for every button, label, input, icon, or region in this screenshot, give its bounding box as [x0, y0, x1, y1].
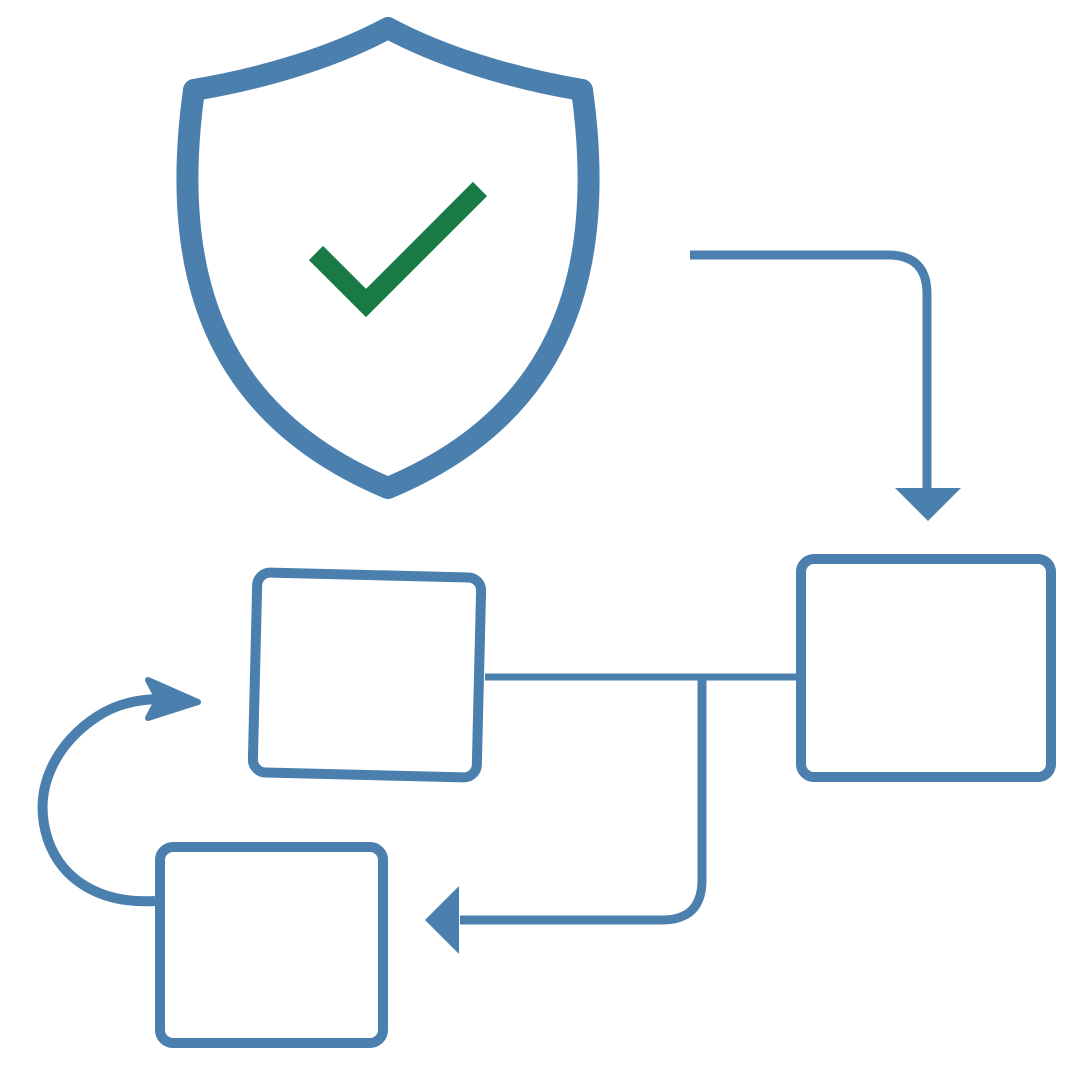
top-connector-arrow — [690, 250, 961, 521]
down-arrowhead-icon — [895, 488, 961, 521]
shield-outline — [176, 17, 600, 499]
loop-connector-line — [37, 694, 163, 907]
top-connector-line — [690, 250, 932, 488]
top-left-box — [247, 567, 487, 783]
top-left-box-frame — [247, 567, 487, 783]
right-box — [796, 554, 1056, 782]
branch-connector-arrow — [425, 677, 707, 954]
shield-check-icon — [176, 17, 600, 499]
loop-arrowhead-icon — [145, 677, 201, 721]
branch-connector-line — [460, 677, 707, 925]
loop-connector-arrow — [37, 677, 201, 907]
checkmark-icon — [308, 181, 488, 318]
left-arrowhead-icon — [425, 886, 459, 954]
bottom-left-box — [155, 842, 388, 1048]
